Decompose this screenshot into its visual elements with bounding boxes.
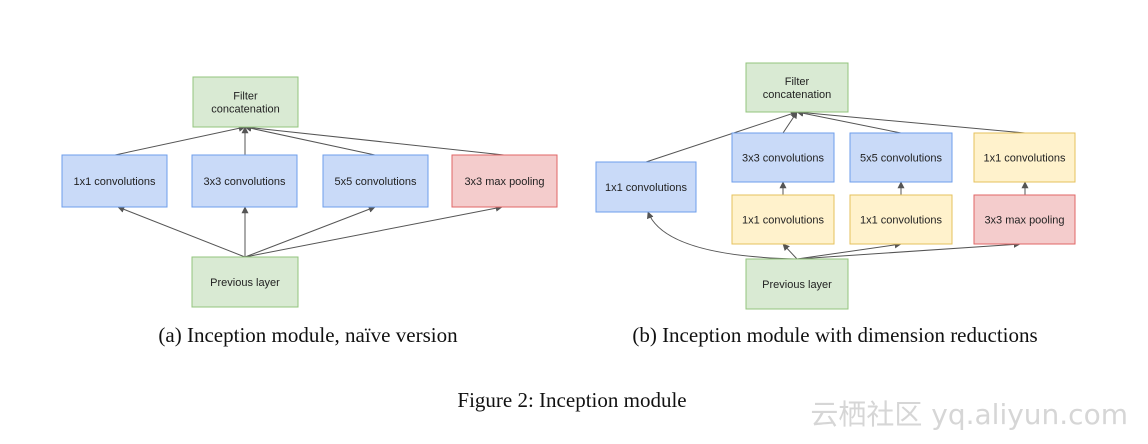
node-label: 1x1 convolutions <box>742 215 824 227</box>
caption-a: (a) Inception module, naïve version <box>158 323 458 347</box>
edge-arrow <box>645 110 798 163</box>
diagram-b-node-conv1: 1x1 convolutions <box>595 161 697 213</box>
node-label: concatenation <box>211 104 280 116</box>
edge-arrow <box>796 240 1021 260</box>
node-label: concatenation <box>763 89 832 101</box>
node-box <box>745 258 849 310</box>
edge-arrow <box>782 243 798 260</box>
diagram-b-node-reduce3: 1x1 convolutions <box>731 194 835 245</box>
edges-layer <box>114 109 1029 260</box>
node-box <box>451 154 558 208</box>
edge-arrow <box>782 111 798 134</box>
diagram-b-node-prev: Previous layer <box>745 258 849 310</box>
node-box <box>191 256 299 308</box>
edge-arrow <box>244 205 376 258</box>
node-label: Filter <box>785 76 810 88</box>
edge-arrow <box>796 241 902 260</box>
diagram-b-node-conv3: 3x3 convolutions <box>731 132 835 183</box>
diagram-a-node-pool: 3x3 max pooling <box>451 154 558 208</box>
node-label: 1x1 convolutions <box>74 176 156 188</box>
node-label: Previous layer <box>210 277 280 289</box>
node-label: 1x1 convolutions <box>984 153 1066 165</box>
node-box <box>192 76 299 128</box>
figure-caption: Figure 2: Inception module <box>457 388 686 412</box>
node-label: 3x3 convolutions <box>204 176 286 188</box>
node-box <box>745 62 849 113</box>
node-label: Filter <box>233 91 258 103</box>
edge-arrow <box>244 204 503 258</box>
diagram-b-node-conv1-after-pool: 1x1 convolutions <box>973 132 1076 183</box>
diagram-b-node-reduce5: 1x1 convolutions <box>849 194 953 245</box>
diagram-a-node-conv1: 1x1 convolutions <box>61 154 168 208</box>
node-box <box>849 194 953 245</box>
diagram-a-node-conv5: 5x5 convolutions <box>322 154 429 208</box>
node-box <box>973 132 1076 183</box>
node-box <box>731 194 835 245</box>
node-label: 5x5 convolutions <box>860 153 942 165</box>
edge-arrow <box>244 124 376 156</box>
node-box <box>191 154 298 208</box>
edge-arrow <box>114 124 246 156</box>
edge-arrow <box>796 109 1026 134</box>
node-box <box>849 132 953 183</box>
edge-arrow <box>117 206 246 258</box>
node-label: 1x1 convolutions <box>860 215 942 227</box>
node-box <box>595 161 697 213</box>
node-label: 1x1 convolutions <box>605 182 687 194</box>
node-label: 3x3 max pooling <box>984 215 1064 227</box>
edge-arrow <box>647 211 798 260</box>
node-label: 3x3 convolutions <box>742 153 824 165</box>
edge-arrow <box>796 109 902 134</box>
diagram-b-node-conv5: 5x5 convolutions <box>849 132 953 183</box>
node-box <box>731 132 835 183</box>
caption-b: (b) Inception module with dimension redu… <box>632 323 1037 347</box>
node-box <box>322 154 429 208</box>
diagram-a-node-conv3: 3x3 convolutions <box>191 154 298 208</box>
watermark-text: 云栖社区 yq.aliyun.com <box>810 398 1128 431</box>
node-label: 5x5 convolutions <box>335 176 417 188</box>
edge-arrow <box>244 124 505 156</box>
node-label: 3x3 max pooling <box>464 176 544 188</box>
diagram-a-node-prev: Previous layer <box>191 256 299 308</box>
node-box <box>61 154 168 208</box>
node-label: Previous layer <box>762 279 832 291</box>
node-box <box>973 194 1076 245</box>
diagram-b-node-pool: 3x3 max pooling <box>973 194 1076 245</box>
